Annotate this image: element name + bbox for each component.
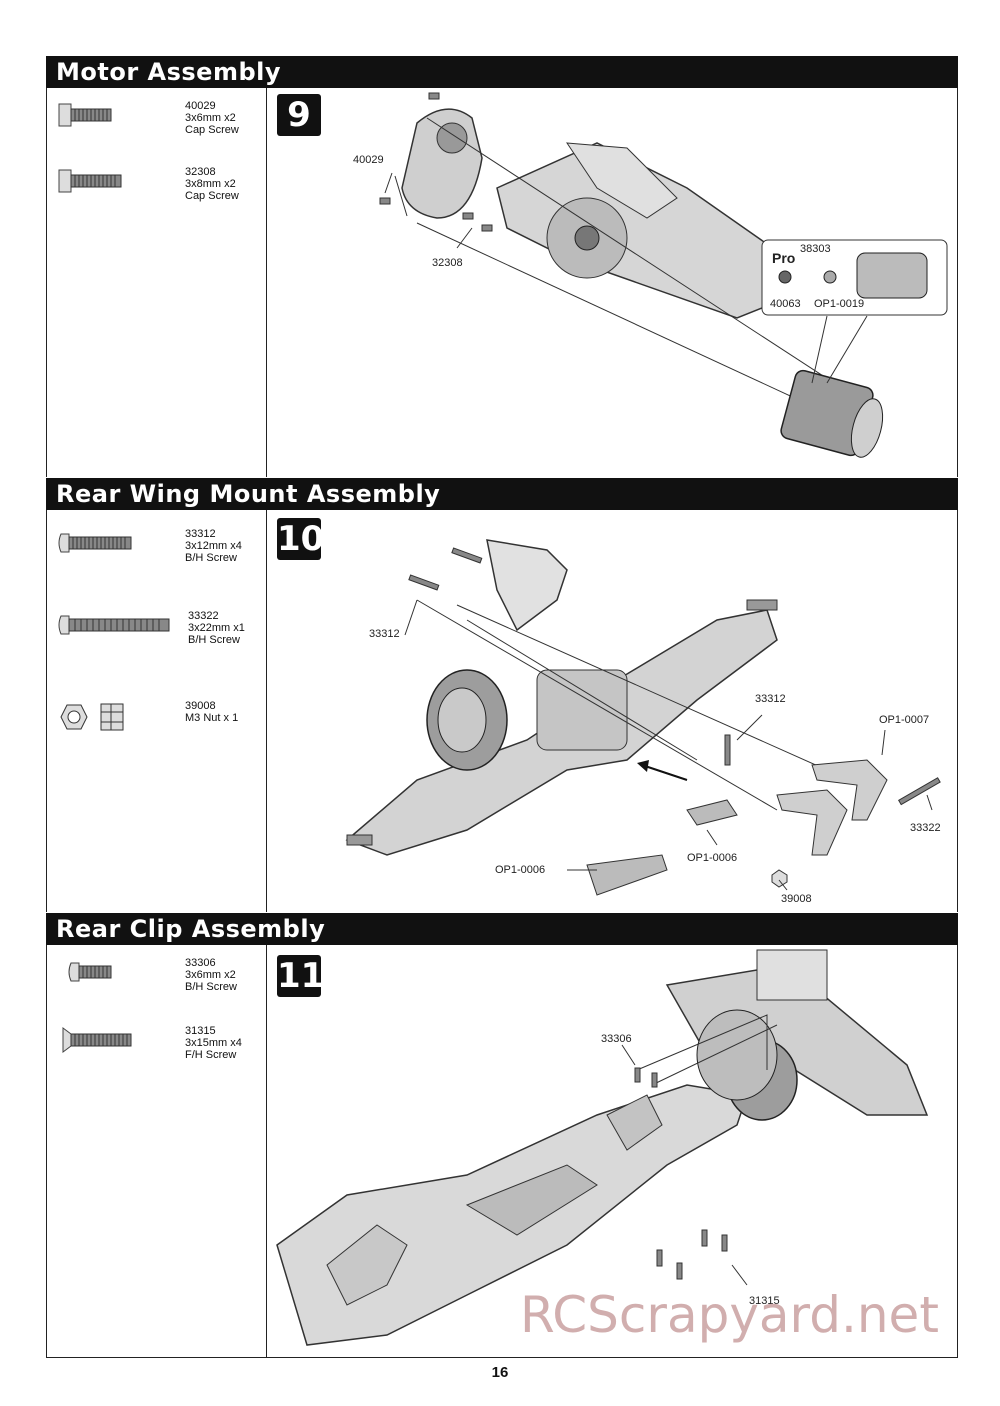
callout-label: OP1-0019 [814,298,865,310]
motor-assembly-diagram: 9 [267,88,957,477]
pro-option-label: Pro [772,250,796,266]
callout-label: 40029 [353,154,384,166]
callout-label: OP1-0007 [879,714,930,726]
flat-head-screw-icon [62,1027,132,1053]
part-code: 33322 [188,610,219,622]
button-head-screw-icon [68,962,112,982]
callout-label: 40063 [770,298,801,310]
callout-label: OP1-0006 [687,852,738,864]
watermark: RCScrapyard.net [520,1286,939,1344]
cap-screw-icon [58,169,122,193]
callout-label: 33312 [755,693,786,705]
rear-clip-diagram: 11 [267,945,957,1357]
callout-label: 33312 [369,628,400,640]
part-code: 33312 [185,528,216,540]
section-title: Motor Assembly [46,56,958,88]
motor-exploded-view [379,92,948,458]
callout-label: 33322 [910,822,941,834]
callout-label: 32308 [432,257,463,269]
part-name: B/H Screw [185,552,237,564]
section-title: Rear Clip Assembly [46,913,958,945]
part-name: B/H Screw [185,981,237,993]
part-size: 3x6mm x2 [185,969,236,981]
part-size: 3x12mm x4 [185,540,242,552]
part-size: 3x8mm x2 [185,178,236,190]
rear-clip-exploded-view [276,949,929,1346]
callout-label: 31315 [749,1295,780,1307]
callout-label: 39008 [781,893,812,905]
part-code: 39008 [185,700,216,712]
step-number: 11 [277,955,325,997]
part-name: F/H Screw [185,1049,237,1061]
page-number: 16 [491,1364,509,1381]
section-title: Rear Wing Mount Assembly [46,478,958,510]
step-number: 10 [277,518,325,560]
part-size: M3 Nut x 1 [185,712,239,724]
part-name: B/H Screw [188,634,240,646]
rear-wing-mount-diagram: 10 [267,510,957,912]
nylon-nut-icon [60,703,124,731]
cap-screw-icon [58,103,112,127]
part-code: 40029 [185,100,216,112]
page-bottom-border [46,1357,958,1358]
part-code: 31315 [185,1025,216,1037]
part-name: Cap Screw [185,124,239,136]
part-size: 3x22mm x1 [188,622,245,634]
part-code: 32308 [185,166,216,178]
callout-label: OP1-0006 [495,864,546,876]
callout-label: 33306 [601,1033,632,1045]
step-number: 9 [277,94,321,136]
part-name: Cap Screw [185,190,239,202]
part-code: 33306 [185,957,216,969]
button-head-screw-icon [58,533,132,553]
part-size: 3x15mm x4 [185,1037,242,1049]
callout-label: 38303 [800,243,831,255]
part-size: 3x6mm x2 [185,112,236,124]
rear-wing-exploded-view [345,539,941,896]
button-head-screw-icon [58,615,170,635]
